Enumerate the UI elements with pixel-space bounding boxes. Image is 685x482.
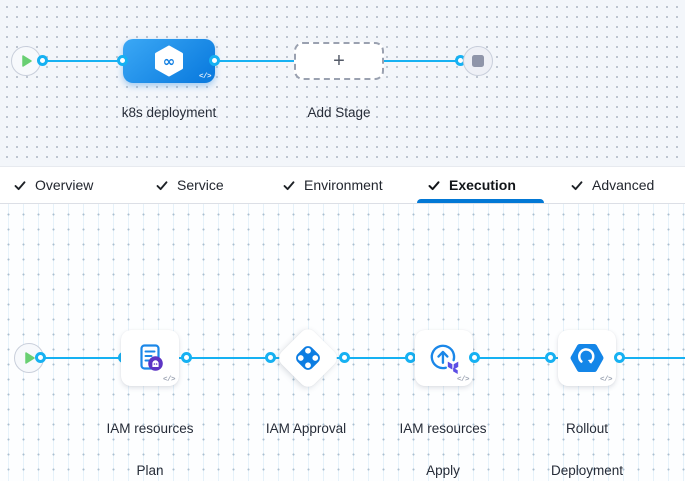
plus-icon: + (333, 50, 345, 72)
add-stage-label: Add Stage (307, 105, 371, 120)
edge-connector[interactable] (405, 352, 416, 363)
k8s-stage-icon: ∞ (155, 45, 183, 77)
tab-label: Execution (449, 177, 516, 193)
yaml-code-icon[interactable]: </> (162, 376, 176, 384)
edge-connector[interactable] (37, 55, 48, 66)
terraform-plan-icon (140, 344, 163, 371)
stage-node-k8s-deployment[interactable]: ∞ </> (123, 39, 215, 83)
check-icon (14, 180, 26, 190)
edge-connector[interactable] (117, 55, 128, 66)
tab-service[interactable]: Service (155, 167, 224, 203)
tab-label: Advanced (592, 177, 655, 193)
yaml-code-icon[interactable]: </> (599, 376, 613, 384)
rolling-deployment-icon (570, 344, 604, 372)
tab-advanced[interactable]: Advanced (570, 167, 654, 203)
edge-connector[interactable] (614, 352, 625, 363)
play-icon (25, 352, 35, 364)
edge-connector[interactable] (339, 352, 350, 363)
terraform-apply-icon (430, 344, 459, 375)
pipeline-start-node[interactable] (11, 46, 41, 76)
svg-text:∞: ∞ (163, 53, 176, 71)
stage-config-tabbar: Overview Service Environment Execution A… (0, 166, 685, 204)
pipeline-end-node[interactable] (463, 46, 493, 76)
yaml-code-icon[interactable]: </> (198, 73, 212, 81)
edge-connector[interactable] (545, 352, 556, 363)
tab-environment[interactable]: Environment (282, 167, 383, 203)
edge-connector[interactable] (209, 55, 220, 66)
yaml-code-icon[interactable]: </> (456, 376, 470, 384)
active-tab-indicator (417, 199, 544, 203)
step-node-iam-approval[interactable] (275, 325, 341, 391)
stage-edge (26, 60, 462, 62)
step-label: IAM Approval (265, 420, 347, 436)
play-icon (22, 55, 32, 67)
step-label: IAM resources Plan (106, 420, 194, 478)
check-icon (156, 180, 168, 190)
check-icon (571, 180, 583, 190)
step-node-iam-resources-plan[interactable]: </> (121, 330, 179, 386)
step-node-rollout-deployment[interactable]: </> (558, 330, 616, 386)
tab-label: Environment (304, 177, 383, 193)
step-label: Rollout Deployment (550, 420, 624, 478)
edge-connector[interactable] (265, 352, 276, 363)
tab-label: Overview (35, 177, 94, 193)
tab-execution[interactable]: Execution (427, 167, 516, 203)
step-label: IAM resources Apply (399, 420, 487, 478)
execution-graph-canvas[interactable]: </> </> (0, 204, 685, 481)
edge-connector[interactable] (35, 352, 46, 363)
execution-edge (29, 357, 685, 359)
edge-connector[interactable] (469, 352, 480, 363)
check-icon (283, 180, 295, 190)
add-stage-button[interactable]: + (294, 42, 384, 80)
stage-label: k8s deployment (121, 105, 217, 120)
check-icon (428, 180, 440, 190)
approval-icon (296, 346, 320, 370)
stage-graph-canvas[interactable]: ∞ </> + k8s deployment Add Stage (0, 0, 685, 166)
stop-icon (472, 55, 484, 67)
edge-connector[interactable] (181, 352, 192, 363)
tab-overview[interactable]: Overview (13, 167, 93, 203)
tab-label: Service (177, 177, 224, 193)
step-node-iam-resources-apply[interactable]: </> (415, 330, 473, 386)
